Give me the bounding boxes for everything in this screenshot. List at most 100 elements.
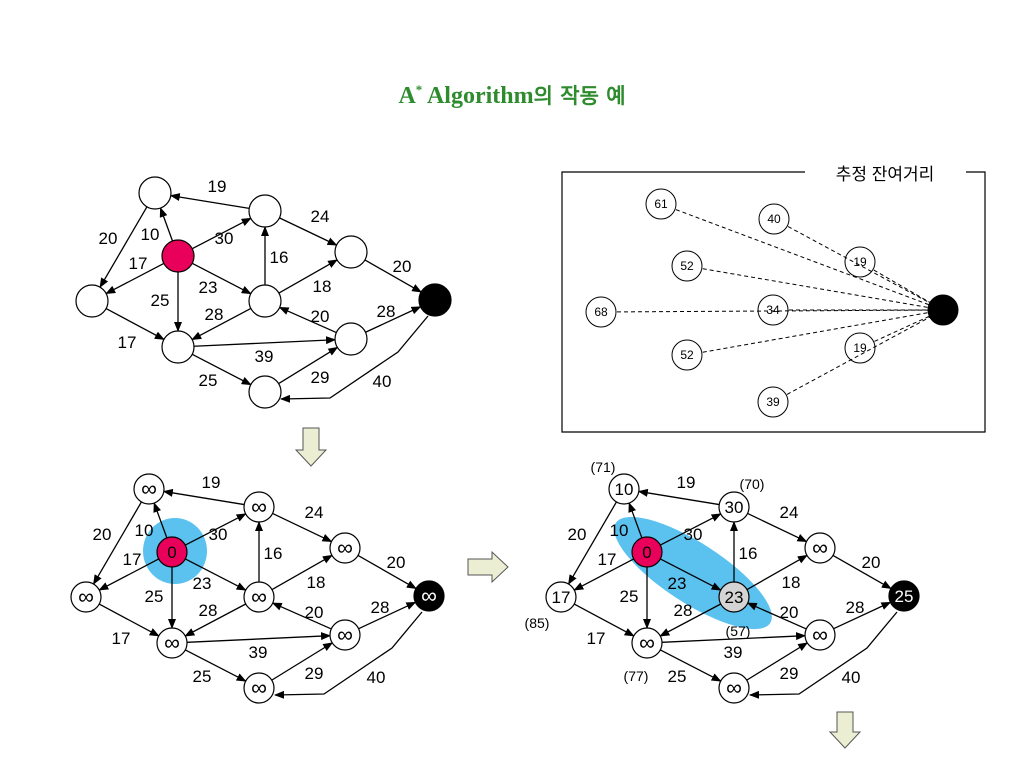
- heuristic-line: [787, 226, 931, 304]
- node-n-a: [608, 473, 640, 505]
- node-value: 17: [552, 588, 571, 607]
- edge-weight-label: 20: [393, 257, 412, 276]
- heuristic-value: 19: [853, 341, 867, 355]
- node-n-f: [631, 627, 663, 659]
- edge-weight-label: 30: [209, 525, 228, 544]
- down-arrow-1: [294, 427, 328, 467]
- node-n-e: [718, 581, 750, 613]
- node-n-f: [161, 330, 195, 364]
- edge: [660, 558, 722, 591]
- edge-weight-label: 28: [205, 305, 224, 324]
- edge: [746, 602, 807, 630]
- node-value: ∞: [421, 583, 437, 608]
- edge-weight-label: 10: [141, 225, 160, 244]
- edge-weight-label: 20: [311, 307, 330, 326]
- edge: [98, 603, 160, 637]
- node-goal: [413, 580, 445, 612]
- edge-weight-label: 20: [862, 553, 881, 572]
- edge: [357, 554, 417, 590]
- edge-weight-label: 10: [135, 521, 154, 540]
- node-n-b: [248, 194, 282, 228]
- node-n-a: [138, 176, 172, 210]
- heuristic-value: 68: [594, 305, 608, 319]
- edge-weight-label: 20: [387, 553, 406, 572]
- edge: [153, 502, 168, 539]
- right-arrow: [467, 550, 509, 584]
- heuristic-node: [757, 386, 789, 418]
- heuristic-node: [671, 250, 703, 282]
- node-n-h: [248, 375, 282, 409]
- f-value-label: (57): [726, 623, 751, 639]
- heuristic-node: [671, 339, 703, 371]
- edge-weight-label: 23: [193, 574, 212, 593]
- node-start: [631, 536, 663, 568]
- edge: [185, 649, 247, 682]
- heuristic-node: [585, 296, 617, 328]
- edge: [99, 206, 148, 289]
- edge: [186, 632, 332, 643]
- edge: [364, 259, 422, 293]
- page-title: A* Algorithm의 작동 예: [0, 80, 1024, 110]
- edge-weight-label: 23: [668, 574, 687, 593]
- edge: [573, 558, 635, 591]
- node-value: ∞: [639, 630, 655, 655]
- edge: [637, 488, 720, 506]
- node-value: ∞: [164, 630, 180, 655]
- edge-weight-label: 25: [620, 587, 639, 606]
- node-n-g: [334, 322, 368, 356]
- f-value-label: (77): [624, 668, 649, 684]
- node-n-e: [248, 284, 282, 318]
- node-n-c: [329, 532, 361, 564]
- edge-weight-label: 30: [684, 525, 703, 544]
- node-n-d: [75, 284, 109, 318]
- edge-weight-label: 28: [371, 598, 390, 617]
- edge-weight-label: 24: [780, 503, 799, 522]
- heuristic-node: [758, 203, 790, 235]
- edge: [193, 336, 337, 347]
- heuristic-value: 40: [767, 212, 781, 226]
- node-start: [161, 239, 195, 273]
- edge: [105, 307, 165, 341]
- node-value: ∞: [812, 535, 828, 560]
- edge-weight-label: 17: [118, 333, 137, 352]
- edge-weight-label: 19: [208, 177, 227, 196]
- edge: [98, 558, 160, 591]
- edge: [365, 306, 422, 333]
- f-value-label: (71): [591, 459, 616, 475]
- edge-weight-label: 18: [307, 573, 326, 592]
- edge-weight-label: 16: [739, 544, 758, 563]
- edge-weight-label: 18: [313, 277, 332, 296]
- node-value: ∞: [337, 535, 353, 560]
- heuristic-node: [844, 246, 876, 278]
- edge: [271, 602, 332, 630]
- edge-weight-label: 17: [112, 629, 131, 648]
- edge-weight-label: 28: [846, 598, 865, 617]
- edge-weight-label: 28: [199, 601, 218, 620]
- edge: [274, 611, 423, 699]
- edge-weight-label: 39: [249, 643, 268, 662]
- edge-weight-label: 24: [311, 207, 330, 226]
- edge-weight-label: 16: [264, 544, 283, 563]
- edge: [191, 307, 252, 341]
- edge-weight-label: 20: [305, 603, 324, 622]
- edge: [833, 601, 892, 630]
- f-value-label: (85): [525, 615, 550, 631]
- node-value: ∞: [251, 675, 267, 700]
- edge: [191, 217, 252, 250]
- edge-weight-label: 25: [151, 291, 170, 310]
- node-n-d: [70, 581, 102, 613]
- node-n-b: [243, 491, 275, 523]
- node-value: 0: [167, 543, 176, 562]
- edge: [278, 259, 338, 294]
- node-value: ∞: [141, 476, 157, 501]
- edge: [747, 512, 808, 543]
- heuristic-goal-node: [927, 294, 959, 326]
- node-value: ∞: [337, 622, 353, 647]
- edge-weight-label: 20: [93, 525, 112, 544]
- edge-weight-label: 24: [305, 503, 324, 522]
- edge: [191, 262, 252, 295]
- heuristic-value: 61: [654, 197, 668, 211]
